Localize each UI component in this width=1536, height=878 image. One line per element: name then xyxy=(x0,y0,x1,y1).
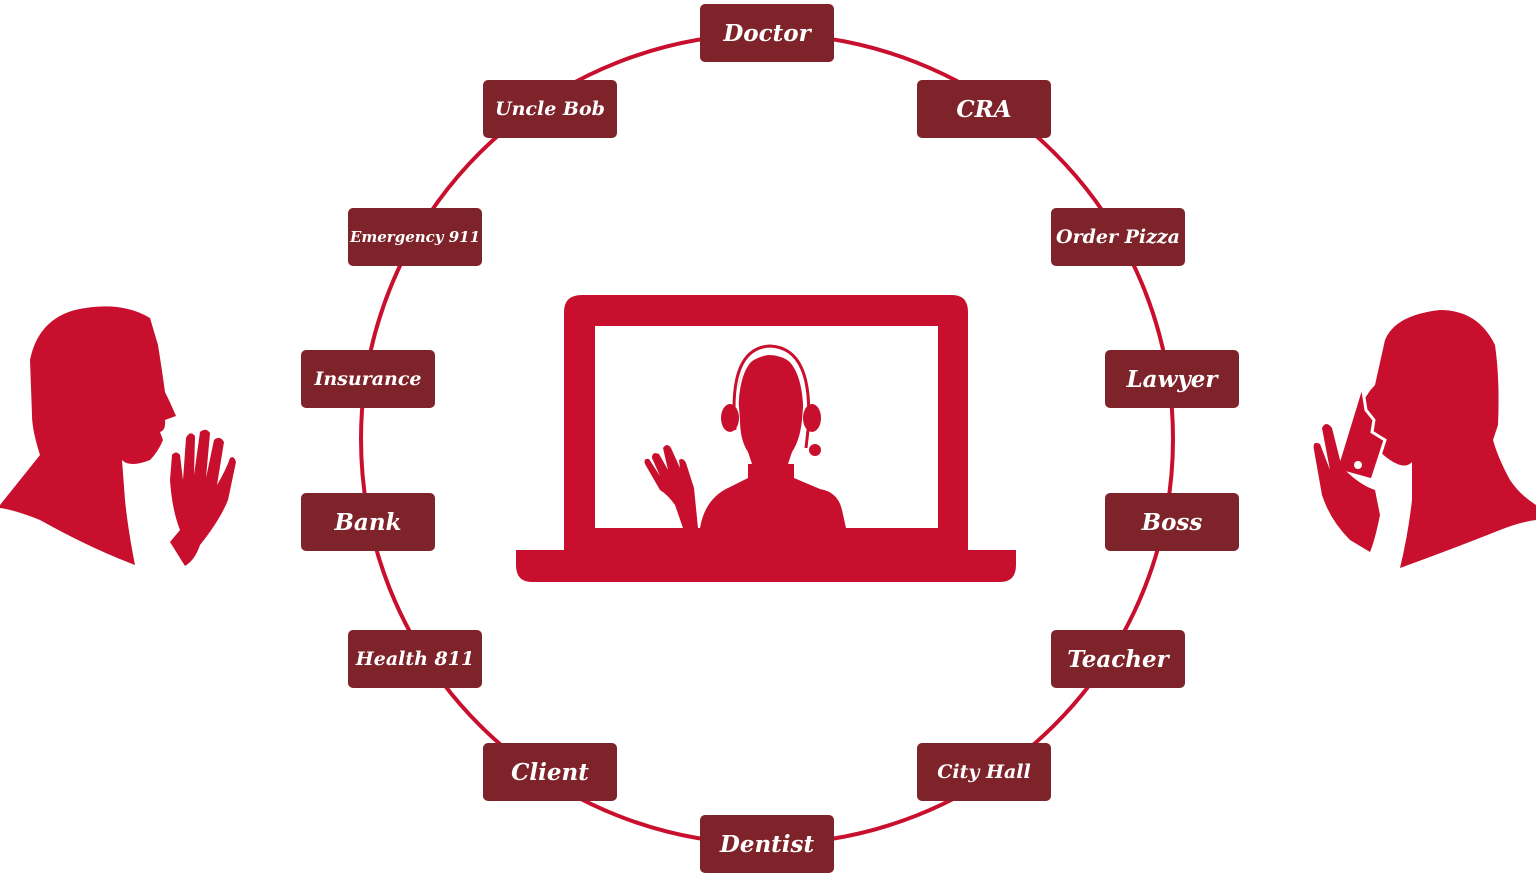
node-city-hall: City Hall xyxy=(917,743,1051,801)
node-health-811: Health 811 xyxy=(348,630,482,688)
node-dentist: Dentist xyxy=(700,815,834,873)
node-boss: Boss xyxy=(1105,493,1239,551)
node-uncle-bob: Uncle Bob xyxy=(483,80,617,138)
node-order-pizza: Order Pizza xyxy=(1051,208,1185,266)
node-doctor: Doctor xyxy=(700,4,834,62)
node-insurance: Insurance xyxy=(301,350,435,408)
node-cra: CRA xyxy=(917,80,1051,138)
node-client: Client xyxy=(483,743,617,801)
node-emergency-911: Emergency 911 xyxy=(348,208,482,266)
node-teacher: Teacher xyxy=(1051,630,1185,688)
node-bank: Bank xyxy=(301,493,435,551)
node-lawyer: Lawyer xyxy=(1105,350,1239,408)
